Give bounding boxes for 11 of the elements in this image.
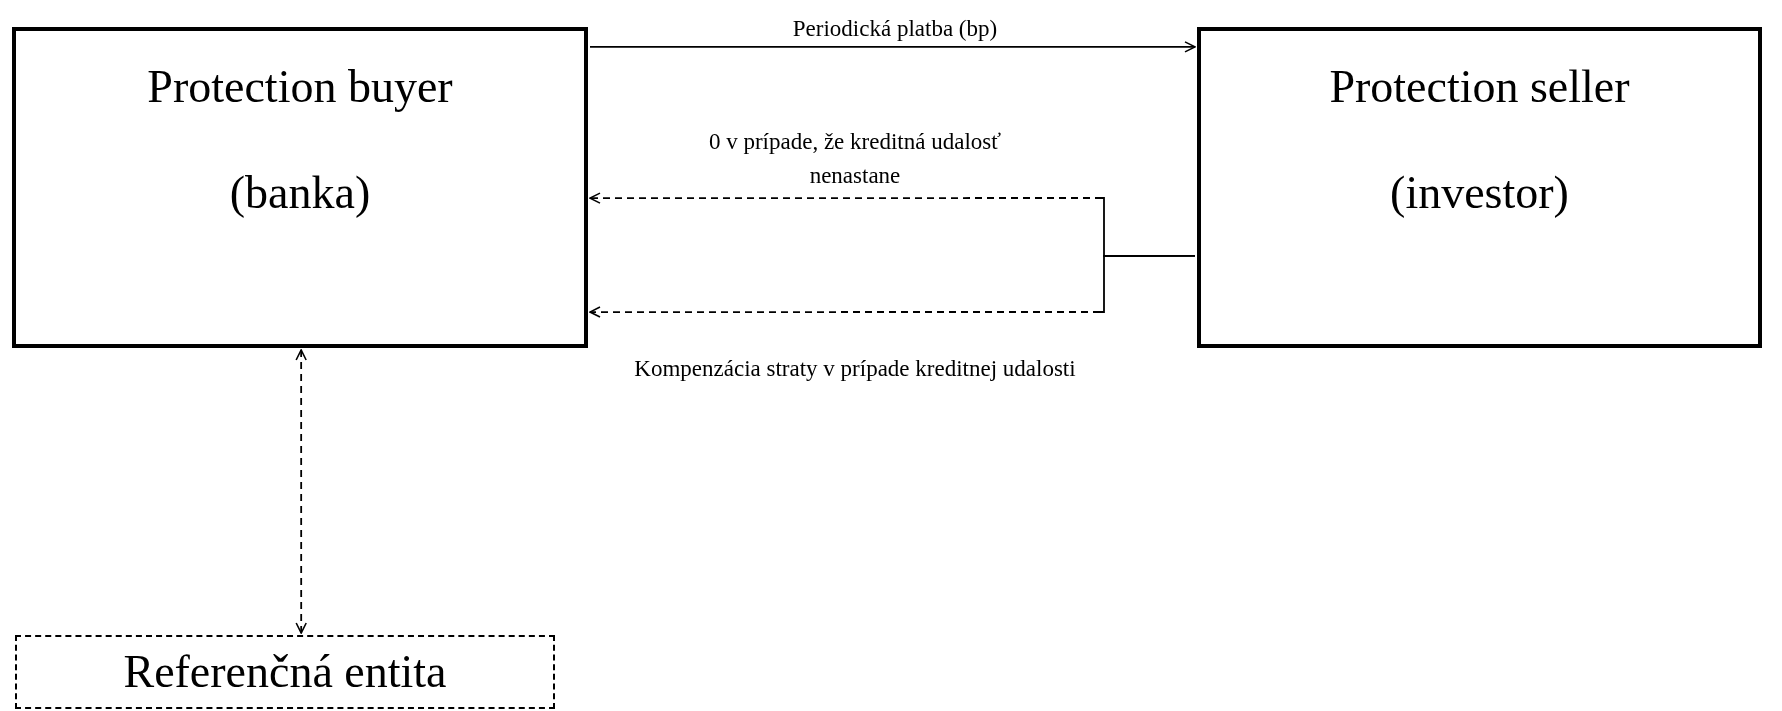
box-text: (investor): [1390, 166, 1569, 220]
party-box: [1197, 27, 1762, 348]
box-text: (banka): [229, 166, 371, 220]
dashed-arrow: [295, 349, 307, 634]
party-box: [12, 27, 588, 348]
dashed-entity-box: [15, 635, 555, 709]
arrow: [589, 41, 1196, 53]
box-text: Protection buyer: [147, 60, 453, 114]
box-text: Referenčná entita: [123, 645, 447, 699]
dashed-arrow: [589, 254, 1196, 318]
box-text: Protection seller: [1329, 60, 1630, 114]
